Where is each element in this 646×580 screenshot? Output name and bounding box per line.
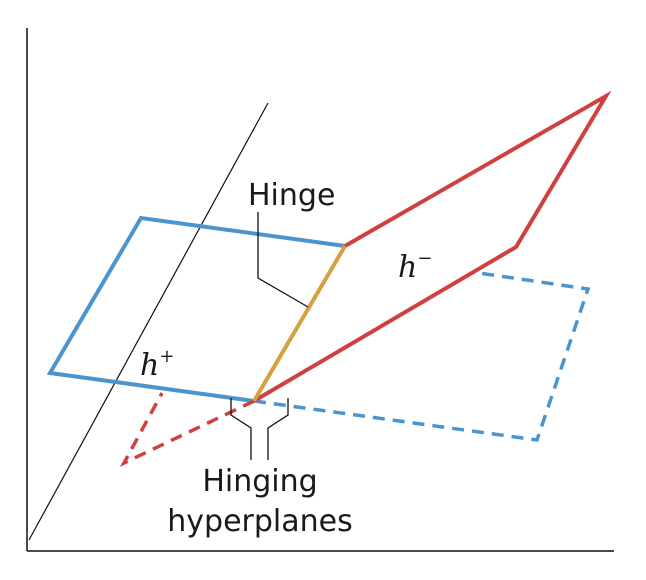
blue-plane-dashed-outline	[253, 270, 591, 442]
blue-plane-solid-outline	[46, 215, 346, 403]
hinge-line	[252, 244, 347, 403]
hinging-label-line1: Hinging	[202, 464, 317, 499]
hinging-label-line2: hyperplanes	[167, 504, 352, 539]
hinge-leader-line	[257, 212, 309, 308]
depth-axis	[28, 102, 269, 541]
h-minus-sup: −	[417, 248, 432, 269]
h-plus-sup: +	[159, 346, 174, 367]
h-minus-label: h−	[398, 248, 432, 285]
hinging-hyperplanes-brace	[230, 398, 289, 460]
h-plus-base: h	[140, 348, 159, 383]
h-minus-base: h	[398, 250, 417, 285]
red-plane-solid-outline	[252, 90, 612, 403]
red-plane-dashed-outline	[119, 392, 255, 467]
hinge-label: Hinge	[248, 178, 335, 213]
h-plus-label: h+	[140, 346, 174, 383]
